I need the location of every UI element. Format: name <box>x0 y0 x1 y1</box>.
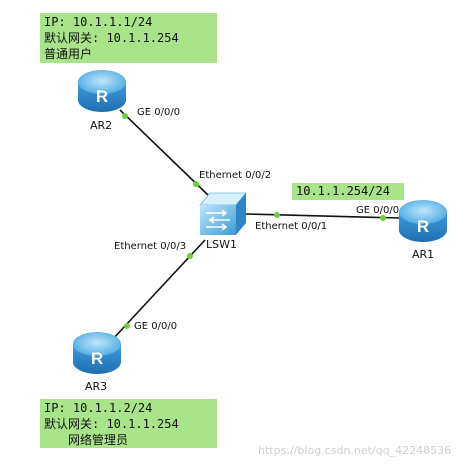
port-label-ar1-ge: GE 0/0/0 <box>356 205 400 216</box>
watermark: https://blog.csdn.net/qq_42248536 <box>258 444 452 457</box>
ar1-ip-line: 10.1.1.254/24 <box>296 184 390 198</box>
router-glyph: R <box>96 87 108 106</box>
port-label-ar3-ge: GE 0/0/0 <box>134 321 178 332</box>
router-icon[interactable]: R <box>78 70 126 112</box>
router-icon[interactable]: R <box>73 332 121 374</box>
device-label-lsw1: LSW1 <box>206 238 237 251</box>
port-dot-lsw1-e1 <box>274 212 280 218</box>
router-glyph: R <box>91 349 103 368</box>
ar2-role-line: 普通用户 <box>44 47 93 61</box>
port-dot-ar3-ge <box>124 323 130 329</box>
device-label-ar2: AR2 <box>90 119 113 132</box>
ar3-role-line: 网络管理员 <box>68 433 129 447</box>
router-glyph: R <box>417 217 429 236</box>
ar2-gateway-line: 默认网关: 10.1.1.254 <box>44 31 179 45</box>
port-dot-lsw1-e3 <box>187 253 193 259</box>
ar2-ip-line: IP: 10.1.1.1/24 <box>44 15 153 29</box>
link-lsw1-ar1 <box>245 213 401 219</box>
port-label-lsw1-e2: Ethernet 0/0/2 <box>199 170 272 181</box>
ar2-config-note: IP: 10.1.1.1/24 默认网关: 10.1.1.254 普通用户 <box>40 13 217 63</box>
ar3-ip-line: IP: 10.1.1.2/24 <box>44 401 153 415</box>
device-label-ar3: AR3 <box>85 380 108 393</box>
port-label-ar2-ge: GE 0/0/0 <box>137 107 181 118</box>
ar1-config-note: 10.1.1.254/24 <box>292 183 404 200</box>
switch-icon[interactable] <box>199 192 247 235</box>
port-label-lsw1-e3: Ethernet 0/0/3 <box>114 241 187 252</box>
port-dot-ar2-ge <box>122 113 128 119</box>
port-label-lsw1-e1: Ethernet 0/0/1 <box>255 221 328 232</box>
router-icon[interactable]: R <box>399 200 447 242</box>
port-dot-ar1-ge <box>380 215 386 221</box>
device-label-ar1: AR1 <box>412 248 435 261</box>
ar3-config-note: IP: 10.1.1.2/24 默认网关: 10.1.1.254 网络管理员 <box>40 399 217 448</box>
link-ar2-lsw1 <box>119 109 209 196</box>
ar3-gateway-line: 默认网关: 10.1.1.254 <box>44 417 179 431</box>
port-dot-lsw1-e2 <box>193 181 199 187</box>
